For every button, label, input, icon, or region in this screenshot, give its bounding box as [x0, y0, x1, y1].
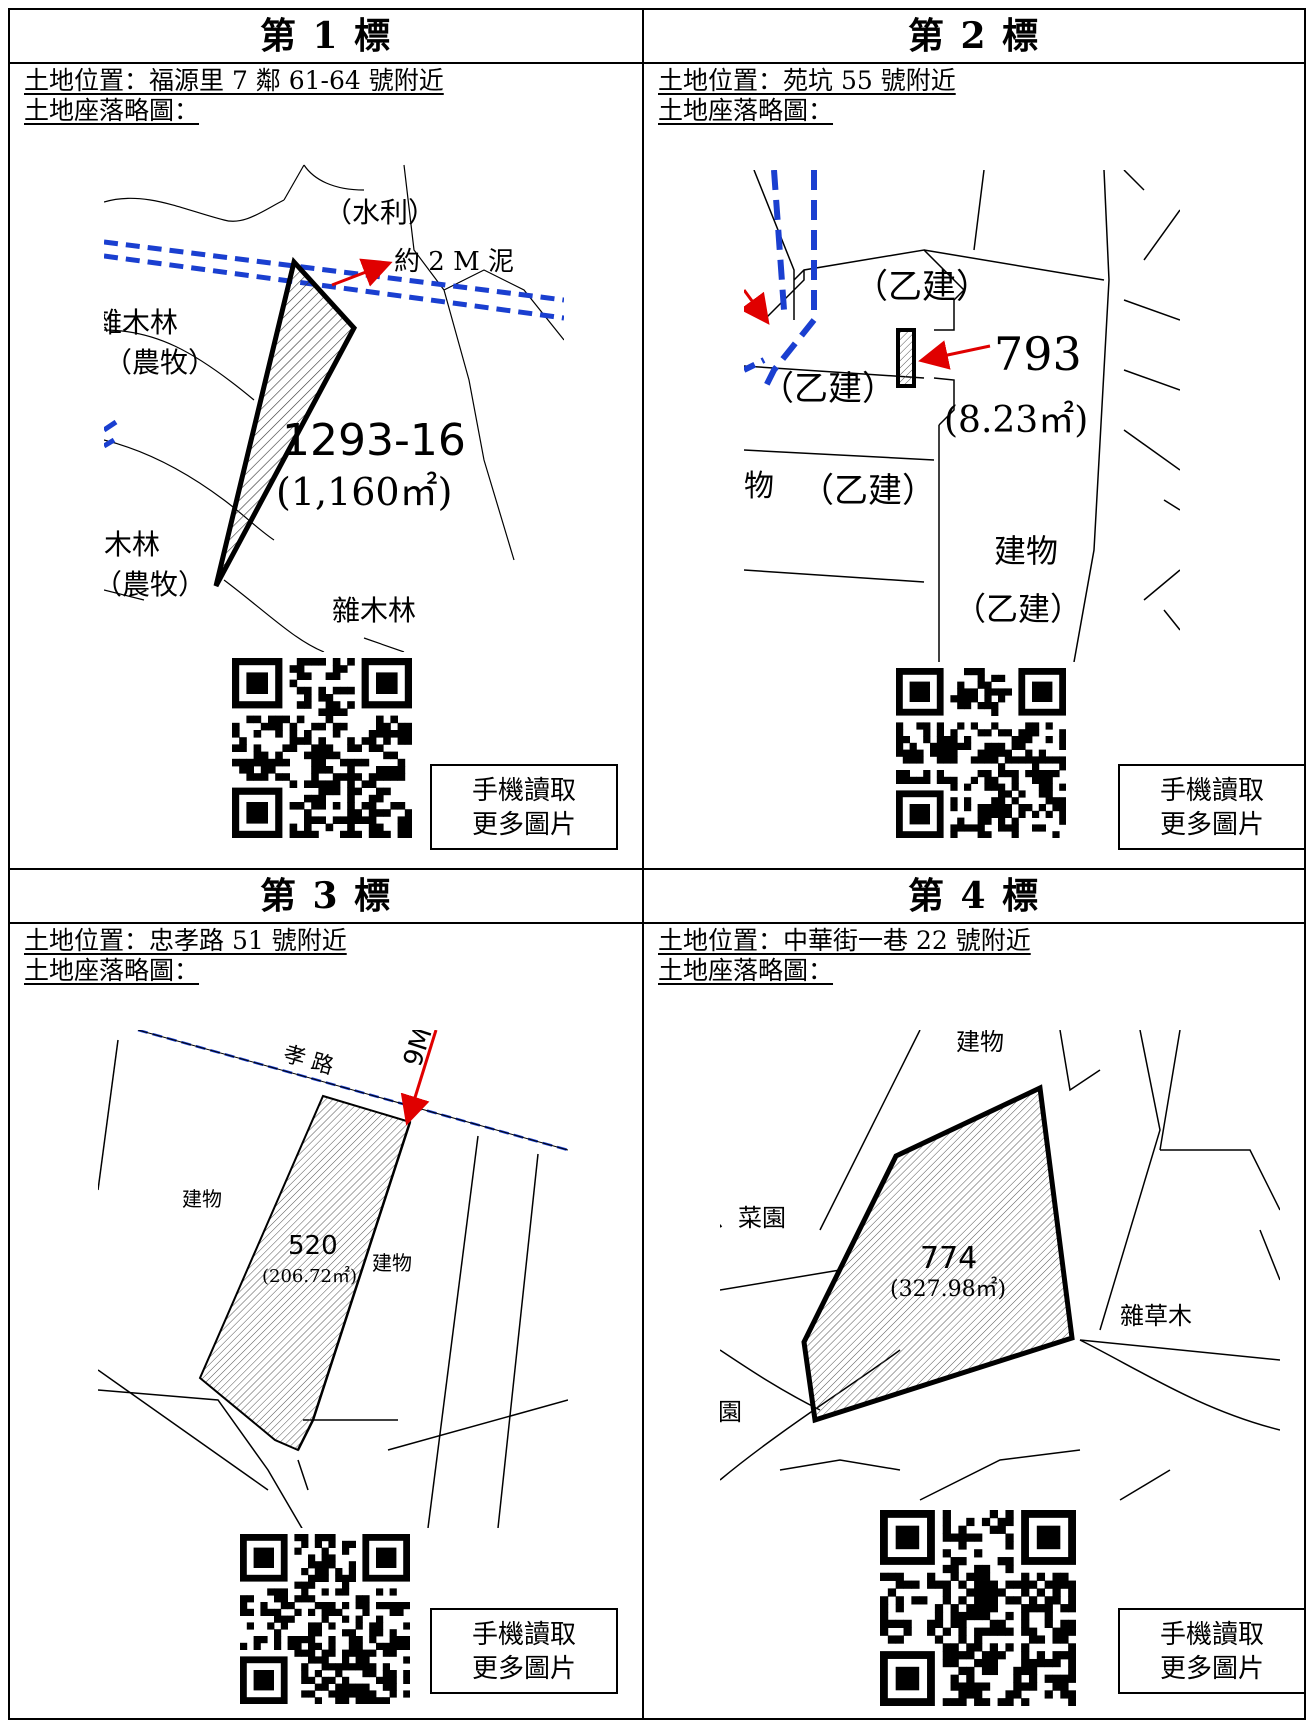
lot-3-qr-code[interactable] — [240, 1534, 410, 1704]
lot-4-qr-code[interactable] — [880, 1510, 1076, 1706]
lot-2-note-line1: 手機讀取 — [1159, 776, 1264, 806]
lot-4-map-bottom-left: 園 — [720, 1398, 742, 1426]
lot-4-parcel — [801, 1084, 1075, 1424]
lot-1-map-bottom-right: 雜木林 — [332, 594, 416, 627]
lot-4-info: 土地位置：中華街一巷 22 號附近 土地座落略圖： — [658, 926, 1031, 986]
lot-2-location: 土地位置：苑坑 55 號附近 — [658, 66, 956, 95]
lot-1-title: 第 1 標 — [10, 10, 642, 64]
lot-4-map-right-label: 雜草木 — [1120, 1302, 1192, 1330]
lot-2-map-right-label-1: 建物 — [994, 532, 1058, 570]
lot-2-map-left-label: （乙建） — [760, 369, 896, 409]
lot-1-lot-number: 1293-16 — [282, 415, 466, 466]
lot-1-qr-code[interactable] — [232, 658, 412, 838]
lot-cell-4: 第 4 標 土地位置：中華街一巷 22 號附近 土地座落略圖： — [644, 870, 1306, 1718]
lot-2-map-mid-label-2: （乙建） — [800, 471, 936, 511]
lot-3-road-label: 孝 路 — [280, 1042, 336, 1080]
lot-2-map-right-label-2: （乙建） — [954, 590, 1082, 628]
lot-4-lot-area: (327.98㎡) — [890, 1276, 1006, 1302]
lot-1-note-line1: 手機讀取 — [471, 776, 576, 806]
lot-1-lot-area: (1,160㎡) — [276, 470, 452, 514]
lot-3-lot-number: 520 — [288, 1231, 338, 1261]
lot-2-info: 土地位置：苑坑 55 號附近 土地座落略圖： — [658, 66, 956, 126]
lot-4-map-top-label: 建物 — [956, 1030, 1004, 1056]
lot-3-map-label: 土地座落略圖： — [24, 956, 200, 985]
lot-4-mobile-note: 手機讀取 更多圖片 — [1118, 1608, 1306, 1694]
lot-2-map-top-label: （乙建） — [854, 267, 990, 307]
lot-2-lot-area: (8.23㎡) — [944, 399, 1088, 441]
lot-1-map-label: 土地座落略圖： — [24, 96, 200, 125]
auction-lot-grid: 第 1 標 土地位置：福源里 7 鄰 61-64 號附近 土地座落略圖： — [8, 8, 1306, 1720]
lot-1-location: 土地位置：福源里 7 鄰 61-64 號附近 — [24, 66, 444, 95]
lot-3-left-building: 建物 — [182, 1187, 222, 1211]
lot-1-note-line2: 更多圖片 — [471, 810, 576, 840]
lot-2-map-mid-label-1: 物 — [744, 469, 774, 504]
lot-cell-1: 第 1 標 土地位置：福源里 7 鄰 61-64 號附近 土地座落略圖： — [10, 10, 644, 870]
lot-2-mobile-note: 手機讀取 更多圖片 — [1118, 764, 1306, 850]
lot-4-map: 建物 、菜園 雜草木 園 774 (327.98㎡) — [720, 1030, 1280, 1501]
lot-1-map-lower-left-1: 木林 — [104, 528, 160, 561]
lot-3-note-line2: 更多圖片 — [471, 1654, 576, 1684]
lot-2-note-line2: 更多圖片 — [1159, 810, 1264, 840]
lot-2-parcel — [896, 328, 916, 388]
lot-3-note-line1: 手機讀取 — [471, 1620, 576, 1650]
lot-4-location: 土地位置：中華街一巷 22 號附近 — [658, 926, 1031, 955]
lot-3-right-building: 建物 — [372, 1251, 412, 1275]
lot-4-note-line2: 更多圖片 — [1159, 1654, 1264, 1684]
lot-cell-2: 第 2 標 土地位置：苑坑 55 號附近 土地座落略圖： — [644, 10, 1306, 870]
lot-4-map-left-label: 、菜園 — [720, 1204, 786, 1232]
lot-2-map: （乙建） （乙建） 物 （乙建） 建物 （乙建） 793 (8.23㎡) — [744, 170, 1180, 662]
lot-2-lot-number: 793 — [994, 327, 1082, 381]
lot-2-map-label: 土地座落略圖： — [658, 96, 834, 125]
lot-1-map-left-label-1: 雜木林 — [104, 306, 178, 339]
lot-1-parcel — [213, 256, 358, 588]
lot-1-map-arrow-label: 約 2 M 泥 — [394, 247, 514, 277]
lot-cell-3: 第 3 標 土地位置：忠孝路 51 號附近 土地座落略圖： 孝 路 9M — [10, 870, 644, 1718]
lot-3-lot-area: (206.72㎡) — [262, 1265, 357, 1287]
lot-1-info: 土地位置：福源里 7 鄰 61-64 號附近 土地座落略圖： — [24, 66, 444, 126]
lot-1-mobile-note: 手機讀取 更多圖片 — [430, 764, 618, 850]
lot-1-map-left-label-2: （農牧） — [104, 346, 216, 379]
lot-3-mobile-note: 手機讀取 更多圖片 — [430, 1608, 618, 1694]
lot-2-title: 第 2 標 — [644, 10, 1304, 64]
lot-1-map: （水利） 約 2 M 泥 雜木林 （農牧） 木林 （農牧） 雜木林 1293-1… — [104, 164, 564, 652]
lot-4-title: 第 4 標 — [644, 870, 1304, 924]
lot-1-map-lower-left-2: （農牧） — [104, 568, 206, 601]
lot-3-title: 第 3 標 — [10, 870, 642, 924]
lot-4-map-label: 土地座落略圖： — [658, 956, 834, 985]
lot-3-map: 孝 路 9M 建物 建物 520 (206.72㎡) — [98, 1030, 568, 1528]
lot-1-map-top-label: （水利） — [324, 196, 436, 229]
lot-3-road-width: 9M — [398, 1030, 439, 1070]
lot-3-info: 土地位置：忠孝路 51 號附近 土地座落略圖： — [24, 926, 347, 986]
lot-2-qr-code[interactable] — [896, 668, 1066, 838]
lot-4-note-line1: 手機讀取 — [1159, 1620, 1264, 1650]
lot-4-lot-number: 774 — [920, 1241, 977, 1276]
lot-3-location: 土地位置：忠孝路 51 號附近 — [24, 926, 347, 955]
